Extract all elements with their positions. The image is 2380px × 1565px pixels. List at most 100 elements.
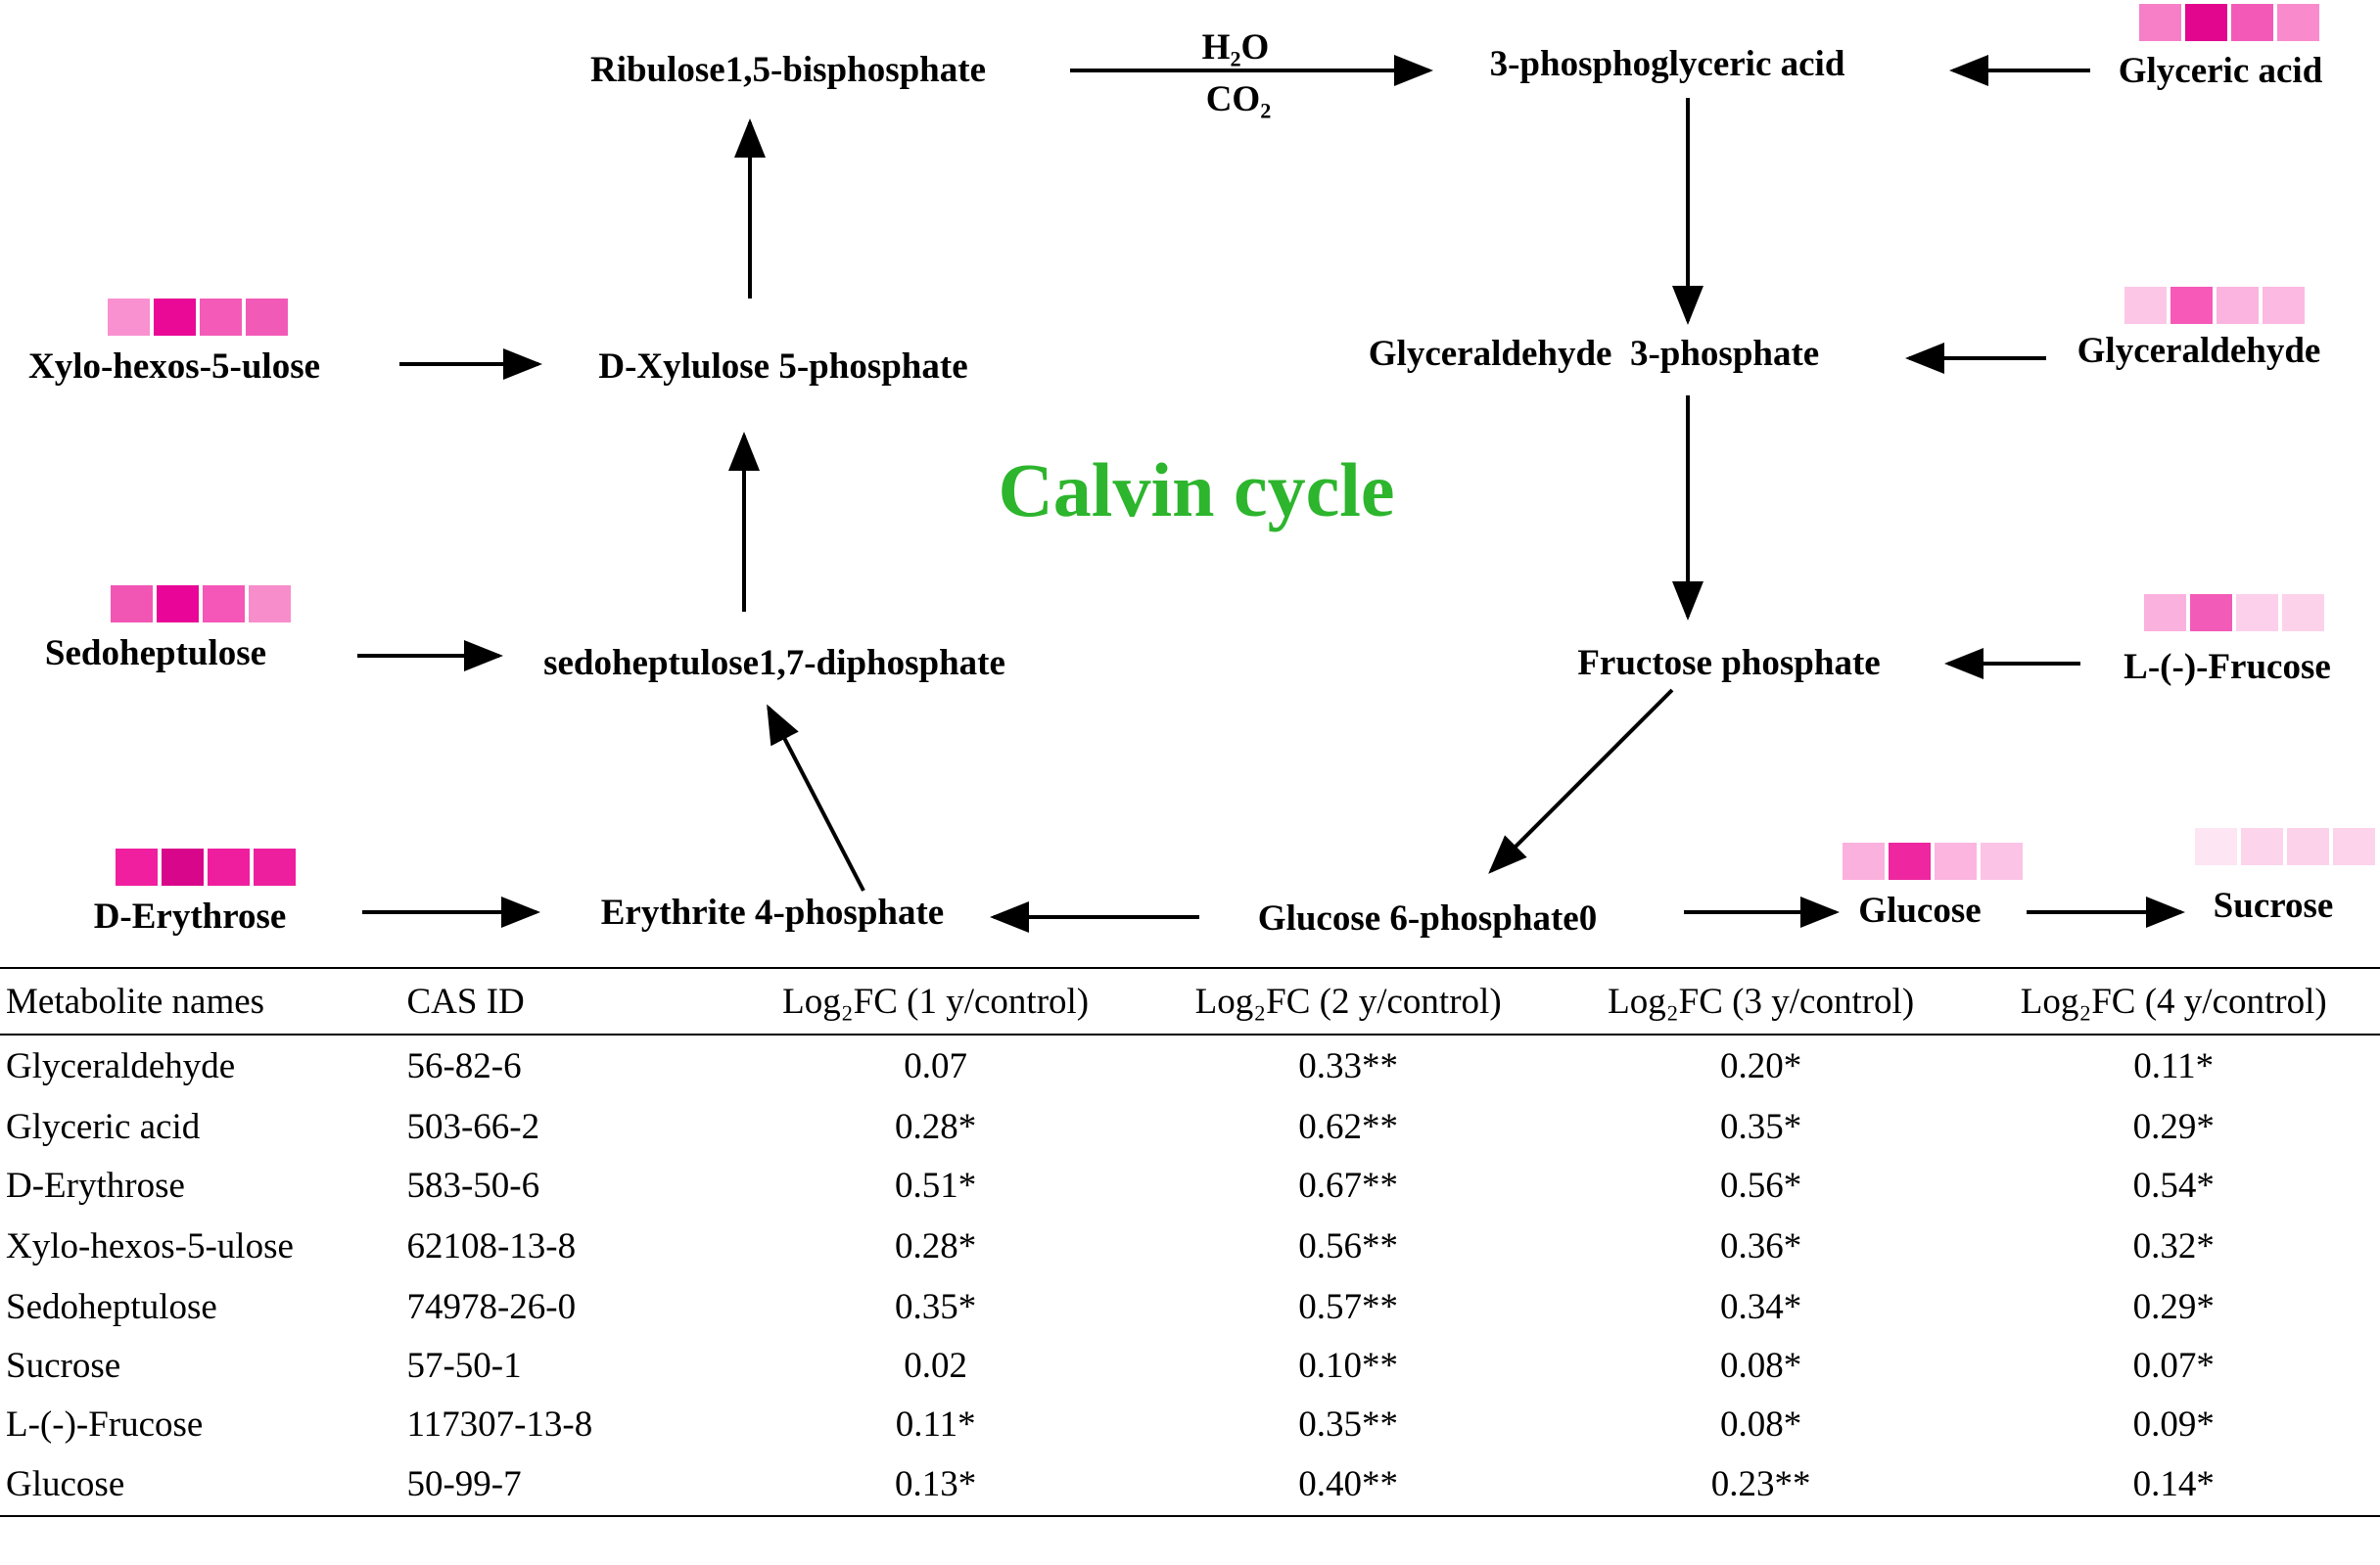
heatmap-cell — [2195, 828, 2237, 865]
node-d-erythrose: D-Erythrose — [94, 897, 287, 937]
heatmap-cell — [1981, 843, 2023, 880]
table-cell: 57-50-1 — [406, 1345, 522, 1386]
heatmap-cell — [2263, 287, 2305, 324]
table-cell: L-(-)-Frucose — [6, 1404, 204, 1445]
heatmap-cell — [1889, 843, 1931, 880]
header-cas-id: CAS ID — [406, 967, 729, 1036]
heatmap-cell — [2231, 4, 2273, 41]
header-log2fc-4y: Log₂FC (4 y/control) — [1967, 967, 2380, 1036]
heatmap-sucrose — [2195, 828, 2375, 865]
heatmap-cell — [1935, 843, 1977, 880]
table-body: Glyceraldehyde 56-82-6 0.07 0.33** 0.20* 0.11… — [0, 1035, 2380, 1517]
heatmap-cell — [254, 849, 296, 886]
heatmap-cell — [2287, 828, 2329, 865]
table-cell: 0.32* — [2132, 1225, 2215, 1266]
table-cell: 0.56* — [1720, 1165, 1802, 1206]
table-cell: 0.08* — [1720, 1345, 1802, 1386]
table-cell: 0.29* — [2132, 1286, 2215, 1327]
table-cell: 0.07* — [2132, 1345, 2215, 1386]
table-cell: Glyceraldehyde — [6, 1046, 236, 1086]
heatmap-cell — [2144, 594, 2186, 631]
table-cell: 50-99-7 — [406, 1453, 729, 1517]
heatmap-cell — [203, 585, 245, 622]
heatmap-cell — [154, 299, 196, 336]
heatmap-cell — [2241, 828, 2283, 865]
table-cell: 0.23** — [1554, 1453, 1968, 1517]
heatmap-cell — [246, 299, 288, 336]
table-cell: Sedoheptulose — [6, 1286, 217, 1327]
table-cell: 0.11* — [895, 1404, 976, 1445]
node-glyceraldehyde: Glyceraldehyde — [2077, 331, 2321, 371]
table-cell: 74978-26-0 — [406, 1286, 577, 1327]
node-ribulose-bisphosphate: Ribulose1,5-bisphosphate — [590, 50, 986, 90]
heatmap-cell — [2124, 287, 2167, 324]
table-cell: 0.56** — [1298, 1225, 1399, 1266]
heatmap-cell — [200, 299, 242, 336]
heatmap-cell — [2282, 594, 2324, 631]
node-erythrite-4-phosphate: Erythrite 4-phosphate — [601, 893, 944, 933]
heatmap-cell — [2170, 287, 2213, 324]
table-cell: 583-50-6 — [406, 1165, 540, 1206]
node-sedoheptulose-diphosphate: sedoheptulose1,7-diphosphate — [543, 643, 1005, 683]
heatmap-glyceric-acid — [2139, 4, 2319, 41]
table-cell: D-Erythrose — [6, 1165, 185, 1206]
table-cell: 0.09* — [2132, 1404, 2215, 1445]
table-header-row: Metabolite names CAS ID Log₂FC (1 y/cont… — [0, 967, 2380, 1036]
table-cell: 0.34* — [1720, 1286, 1802, 1327]
heatmap-strips — [108, 4, 2375, 886]
heatmap-cell — [2333, 828, 2375, 865]
table-cell: 0.08* — [1720, 1404, 1802, 1445]
table-cell: 0.62** — [1298, 1106, 1399, 1147]
table-cell: 0.33** — [1298, 1046, 1399, 1086]
table-cell: 0.20* — [1720, 1046, 1802, 1086]
table-cell: 0.36* — [1720, 1225, 1802, 1266]
node-glyceraldehyde-3-phosphate: Glyceraldehyde 3-phosphate — [1369, 334, 1819, 374]
table-cell: 0.40** — [1142, 1453, 1555, 1517]
table-cell: 0.10** — [1298, 1345, 1399, 1386]
node-glucose-6-phosphate: Glucose 6-phosphate0 — [1258, 898, 1597, 939]
heatmap-cell — [208, 849, 250, 886]
table-cell: 0.57** — [1298, 1286, 1399, 1327]
header-log2fc-3y: Log₂FC (3 y/control) — [1554, 967, 1968, 1036]
table-cell: 0.02 — [904, 1345, 967, 1386]
node-xylo-hexos-5-ulose: Xylo-hexos-5-ulose — [28, 346, 320, 387]
heatmap-sedoheptulose — [111, 585, 291, 622]
heatmap-xylo-hexos-5-ulose — [108, 299, 288, 336]
table-cell: Xylo-hexos-5-ulose — [6, 1225, 294, 1266]
header-log2fc-1y: Log₂FC (1 y/control) — [728, 967, 1143, 1036]
table-cell: 0.07 — [904, 1046, 967, 1086]
arrow-erythrite-to-sedo-dp — [767, 704, 865, 892]
table-cell: 0.51* — [895, 1165, 977, 1206]
heatmap-cell — [111, 585, 153, 622]
heatmap-cell — [2190, 594, 2232, 631]
table-cell: 0.67** — [1298, 1165, 1399, 1206]
heatmap-glucose — [1843, 843, 2023, 880]
table-cell: 503-66-2 — [406, 1106, 540, 1147]
calvin-cycle-diagram: Ribulose1,5-bisphosphate 3-phosphoglycer… — [28, 4, 2375, 939]
heatmap-cell — [1843, 843, 1885, 880]
metabolite-table: Metabolite names CAS ID Log₂FC (1 y/cont… — [0, 967, 2380, 1517]
node-glyceric-acid: Glyceric acid — [2119, 51, 2323, 91]
table-cell: 0.35* — [1720, 1106, 1802, 1147]
heatmap-cell — [2139, 4, 2181, 41]
node-l-frucose: L-(-)-Frucose — [2123, 647, 2331, 687]
node-3-phosphoglyceric-acid: 3-phosphoglyceric acid — [1490, 44, 1845, 84]
node-d-xylulose-5-phosphate: D-Xylulose 5-phosphate — [598, 346, 967, 387]
header-log2fc-2y: Log₂FC (2 y/control) — [1142, 967, 1555, 1036]
heatmap-cell — [2236, 594, 2278, 631]
arrow-label-co2: CO₂ — [1206, 79, 1272, 119]
heatmap-cell — [162, 849, 204, 886]
node-sedoheptulose: Sedoheptulose — [45, 633, 266, 673]
heatmap-l-frucose — [2144, 594, 2324, 631]
table-cell: Glyceric acid — [6, 1106, 201, 1147]
table-cell: 56-82-6 — [406, 1046, 522, 1086]
node-glucose: Glucose — [1858, 891, 1981, 931]
table-cell: Sucrose — [6, 1345, 121, 1386]
table-cell: 0.29* — [2132, 1106, 2215, 1147]
